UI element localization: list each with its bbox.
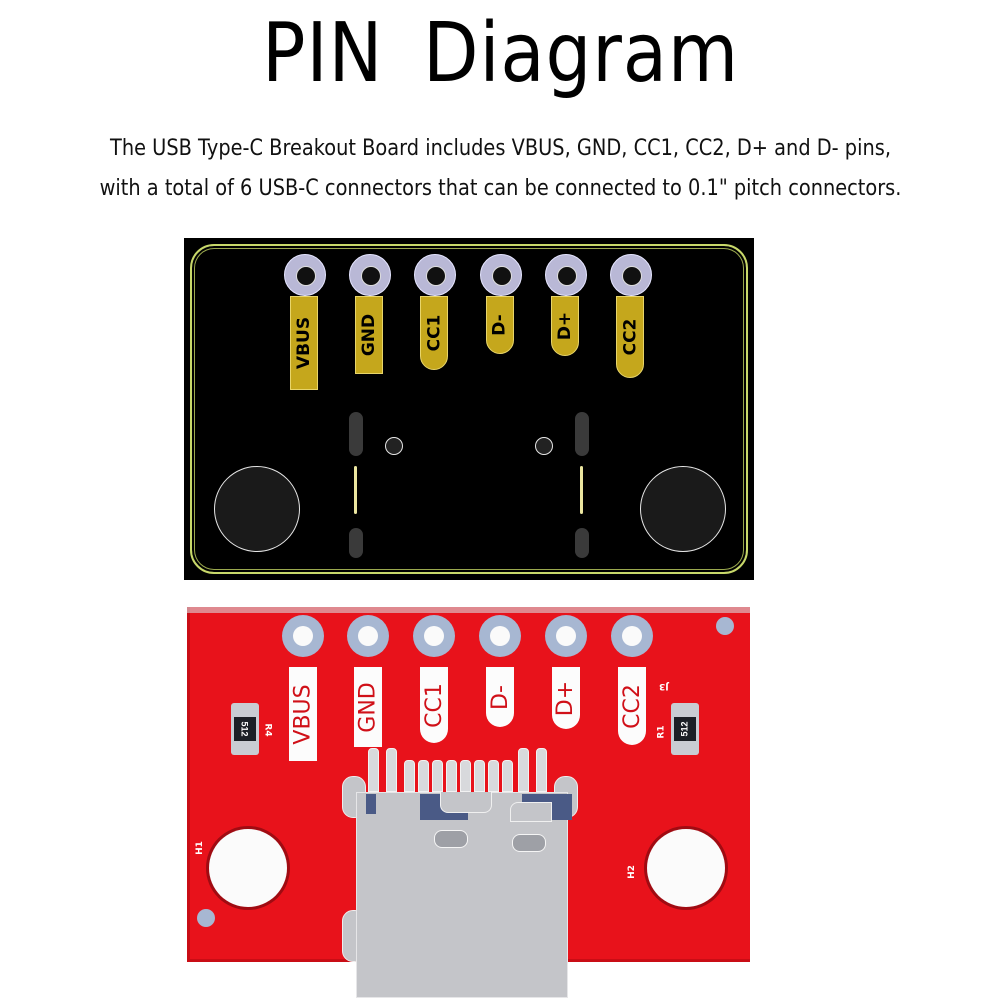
connector-pin	[518, 748, 529, 792]
mounting-hole	[640, 466, 726, 552]
pin-label-vbus: VBUS	[290, 296, 318, 390]
designator-h1: H1	[194, 841, 205, 855]
connector-pin	[446, 760, 457, 792]
connector-pin	[474, 760, 485, 792]
pin-pad-d-plus	[545, 254, 587, 296]
footprint-slot	[349, 528, 363, 558]
pin-label-d-minus: D-	[486, 667, 514, 727]
connector-pin	[418, 760, 429, 792]
connector-pin	[432, 760, 443, 792]
pin-hole-d-minus	[479, 615, 521, 657]
mounting-hole-h2	[647, 829, 725, 907]
resistor-value: 512	[240, 721, 250, 737]
footprint-slot	[575, 412, 589, 456]
pin-hole-vbus	[282, 615, 324, 657]
pin-pad-vbus	[284, 254, 326, 296]
connector-pin	[460, 760, 471, 792]
description-line-1: The USB Type-C Breakout Board includes V…	[110, 136, 891, 161]
pin-label-cc1: CC1	[420, 296, 448, 370]
footprint-slot	[349, 412, 363, 456]
via	[535, 437, 553, 455]
pin-hole-gnd	[347, 615, 389, 657]
pin-label-d-plus: D+	[552, 667, 580, 729]
description-line-2: with a total of 6 USB-C connectors that …	[99, 176, 902, 201]
silkscreen-line	[580, 466, 583, 514]
footprint-slot	[575, 528, 589, 558]
pin-pad-gnd	[349, 254, 391, 296]
designator-r1: R1	[656, 725, 667, 739]
resistor-r1: 512	[671, 703, 699, 755]
pin-label-gnd: GND	[355, 296, 383, 374]
connector-slot	[512, 834, 546, 852]
connector-shadow	[366, 794, 376, 814]
pin-label-vbus: VBUS	[289, 667, 317, 761]
pin-hole-cc2	[611, 615, 653, 657]
board-outline	[190, 244, 748, 574]
pin-label-d-minus: D-	[486, 296, 514, 354]
pin-label-cc2: CC2	[616, 296, 644, 378]
connector-shell	[356, 792, 568, 998]
designator-j3: J3	[659, 681, 669, 691]
designator-h2: H2	[626, 865, 637, 879]
connector-slot	[434, 830, 468, 848]
mounting-hole	[214, 466, 300, 552]
pin-label-cc2: CC2	[618, 667, 646, 745]
connector-pin	[488, 760, 499, 792]
board-edge	[187, 607, 750, 613]
pin-hole-cc1	[413, 615, 455, 657]
pin-pad-d-minus	[480, 254, 522, 296]
fiducial-mark	[716, 617, 734, 635]
usb-c-connector	[342, 748, 578, 998]
pin-label-d-plus: D+	[551, 296, 579, 356]
pin-label-gnd: GND	[354, 667, 382, 747]
pin-hole-d-plus	[545, 615, 587, 657]
resistor-r4: 512	[231, 703, 259, 755]
resistor-value: 512	[680, 721, 690, 737]
connector-pin	[502, 760, 513, 792]
pin-pad-cc2	[610, 254, 652, 296]
pin-pad-cc1	[414, 254, 456, 296]
connector-pin	[368, 748, 379, 792]
connector-pin	[536, 748, 547, 792]
connector-latch	[440, 792, 492, 813]
designator-r4: R4	[262, 723, 273, 737]
fiducial-mark	[197, 909, 215, 927]
silkscreen-line	[354, 466, 357, 514]
via	[385, 437, 403, 455]
connector-pin	[386, 748, 397, 792]
connector-latch	[510, 802, 552, 822]
connector-pin	[404, 760, 415, 792]
breakout-board-back: VBUS GND CC1 D- D+ CC2	[184, 238, 754, 580]
pin-label-cc1: CC1	[420, 667, 448, 743]
mounting-hole-h1	[209, 829, 287, 907]
page-title: PIN Diagram	[261, 6, 740, 101]
